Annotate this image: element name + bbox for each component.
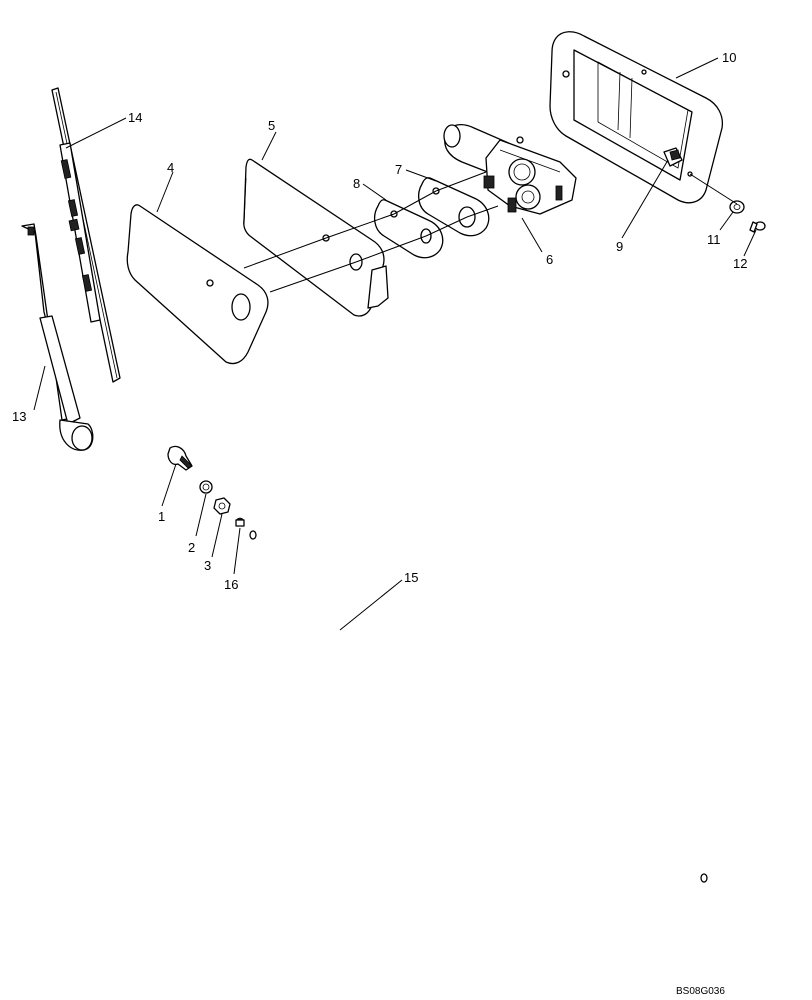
callout-8: 8 bbox=[353, 176, 360, 191]
callout-7: 7 bbox=[395, 162, 402, 177]
washer-hose-part-15 bbox=[249, 530, 708, 972]
callout-16: 16 bbox=[224, 577, 238, 592]
callout-10: 10 bbox=[722, 50, 736, 65]
callout-5: 5 bbox=[268, 118, 275, 133]
front-plate-part-4 bbox=[126, 204, 269, 365]
wiper-motor-part-6 bbox=[443, 123, 577, 215]
callout-9: 9 bbox=[616, 239, 623, 254]
callout-12: 12 bbox=[733, 256, 747, 271]
cap-part-1 bbox=[167, 445, 193, 471]
callout-3: 3 bbox=[204, 558, 211, 573]
nut-part-3 bbox=[213, 497, 231, 515]
callout-1: 1 bbox=[158, 509, 165, 524]
wiper-blade-part-14 bbox=[51, 87, 121, 383]
callout-15: 15 bbox=[404, 570, 418, 585]
drawing-code: BS08G036 bbox=[676, 986, 725, 997]
gasket-part-5 bbox=[243, 158, 389, 317]
screw-part-12 bbox=[749, 221, 766, 233]
callout-labels: 1 2 3 4 5 6 7 8 9 10 11 12 13 14 15 16 bbox=[12, 50, 747, 592]
nozzle-part-16 bbox=[235, 517, 245, 527]
callout-11: 11 bbox=[707, 232, 721, 247]
callout-2: 2 bbox=[188, 540, 195, 555]
washer-part-2 bbox=[199, 480, 213, 494]
clip-part-9 bbox=[663, 147, 683, 167]
leader-lines bbox=[33, 57, 757, 631]
assembly-axis-lines bbox=[243, 171, 738, 293]
callout-4: 4 bbox=[167, 160, 174, 175]
seal-plate-part-7 bbox=[417, 177, 490, 237]
wiper-arm-part-13 bbox=[21, 223, 94, 451]
callout-14: 14 bbox=[128, 110, 142, 125]
grommet-part-11 bbox=[729, 200, 745, 214]
callout-6: 6 bbox=[546, 252, 553, 267]
callout-13: 13 bbox=[12, 409, 26, 424]
